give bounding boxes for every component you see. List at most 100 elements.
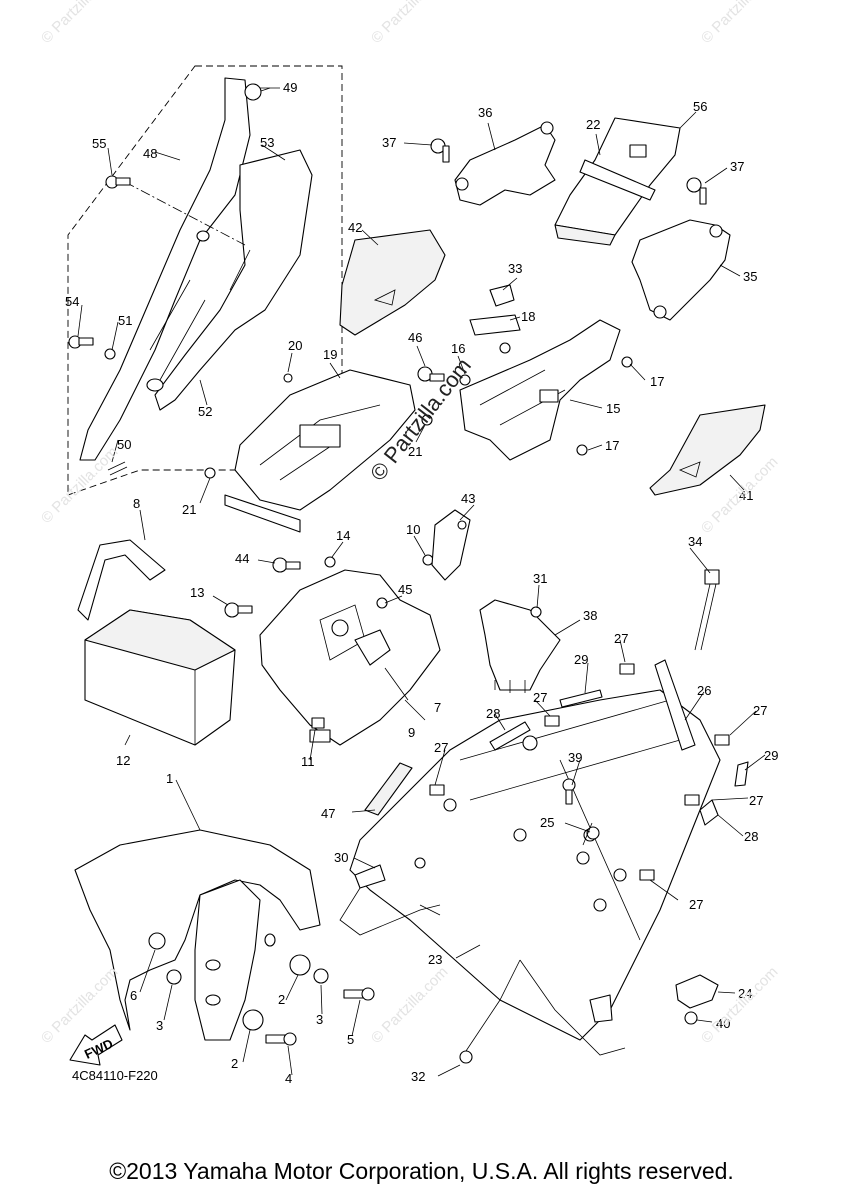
callout-27e: 27 [749, 793, 763, 808]
callout-54: 54 [65, 294, 79, 309]
callout-17b: 17 [605, 438, 619, 453]
nut-17a [621, 356, 633, 368]
callout-14: 14 [336, 528, 350, 543]
callout-27f: 27 [689, 897, 703, 912]
callout-29a: 29 [574, 652, 588, 667]
callout-17a: 17 [650, 374, 664, 389]
callout-37a: 37 [382, 135, 396, 150]
bracket-18 [469, 314, 521, 354]
callout-25: 25 [540, 815, 554, 830]
bracket-35 [631, 219, 731, 321]
callout-12: 12 [116, 753, 130, 768]
callout-49: 49 [283, 80, 297, 95]
callout-8: 8 [133, 496, 140, 511]
callout-31: 31 [533, 571, 547, 586]
bracket-7 [259, 569, 441, 746]
callout-23: 23 [428, 952, 442, 967]
callout-5: 5 [347, 1032, 354, 1047]
bolt-4 [265, 1032, 297, 1046]
callout-53: 53 [260, 135, 274, 150]
callout-27c: 27 [434, 740, 448, 755]
callout-24: 24 [738, 986, 752, 1001]
nut-45 [376, 597, 388, 609]
grommet-25 [576, 826, 600, 865]
inner-fender-23 [349, 689, 721, 1041]
callout-50: 50 [117, 437, 131, 452]
callout-28a: 28 [486, 706, 500, 721]
callout-52: 52 [198, 404, 212, 419]
fastener-32 [459, 959, 626, 1064]
callout-7: 7 [434, 700, 441, 715]
callout-48: 48 [143, 146, 157, 161]
callout-43: 43 [461, 491, 475, 506]
callout-30: 30 [334, 850, 348, 865]
cover-41 [649, 404, 766, 496]
pad-27b [544, 715, 560, 727]
bolt-13 [224, 602, 253, 618]
side-cover-assembly [79, 77, 313, 461]
front-fender-1 [74, 829, 321, 1041]
callout-32: 32 [411, 1069, 425, 1084]
callout-9: 9 [408, 725, 415, 740]
callout-45: 45 [398, 582, 412, 597]
callout-38: 38 [583, 608, 597, 623]
callout-36: 36 [478, 105, 492, 120]
callout-2a: 2 [278, 992, 285, 1007]
callout-41: 41 [739, 488, 753, 503]
strip-28a [489, 721, 531, 751]
callout-55: 55 [92, 136, 106, 151]
collar-2a [289, 954, 311, 976]
callout-26: 26 [697, 683, 711, 698]
nut-21b [204, 467, 216, 479]
callout-2b: 2 [231, 1056, 238, 1071]
callout-27a: 27 [614, 631, 628, 646]
pad-27e [684, 794, 700, 806]
bolt-44 [272, 557, 301, 573]
callout-18: 18 [521, 309, 535, 324]
callout-20: 20 [288, 338, 302, 353]
callout-37b: 37 [730, 159, 744, 174]
fastener-55 [105, 175, 131, 189]
callout-13: 13 [190, 585, 204, 600]
strip-29b [734, 761, 749, 787]
strip-47 [364, 762, 413, 816]
pad-27c [429, 784, 445, 796]
callout-33: 33 [508, 261, 522, 276]
strap-8 [77, 539, 166, 621]
bracket-15 [459, 319, 621, 461]
callout-47: 47 [321, 806, 335, 821]
callout-1: 1 [166, 771, 173, 786]
nut-40 [684, 1011, 698, 1025]
callout-40: 40 [716, 1016, 730, 1031]
cable-tie-34 [694, 569, 720, 651]
fastener-50 [107, 461, 128, 476]
leader-lines [77, 87, 766, 1077]
pad-27f [639, 869, 655, 881]
callout-19: 19 [323, 347, 337, 362]
tray-19 [224, 369, 416, 533]
callout-27b: 27 [533, 690, 547, 705]
fastener-51 [104, 348, 116, 360]
callout-29b: 29 [764, 748, 778, 763]
nut-21a [421, 414, 433, 426]
callout-39: 39 [568, 750, 582, 765]
copyright-notice: ©2013 Yamaha Motor Corporation, U.S.A. A… [109, 1158, 734, 1184]
callout-4: 4 [285, 1071, 292, 1086]
bracket-36 [454, 121, 556, 206]
bolt-37b [686, 177, 707, 205]
nut-10 [422, 554, 434, 566]
strip-29a [559, 689, 603, 708]
pad-27a [619, 663, 635, 675]
fastener-54 [68, 335, 94, 349]
callout-42: 42 [348, 220, 362, 235]
callout-44: 44 [235, 551, 249, 566]
bolt-37a [430, 138, 450, 163]
collar-6 [148, 932, 166, 950]
callout-27d: 27 [753, 703, 767, 718]
callout-56: 56 [693, 99, 707, 114]
callout-22: 22 [586, 117, 600, 132]
callout-10: 10 [406, 522, 420, 537]
bracket-38 [479, 599, 561, 693]
callout-34: 34 [688, 534, 702, 549]
